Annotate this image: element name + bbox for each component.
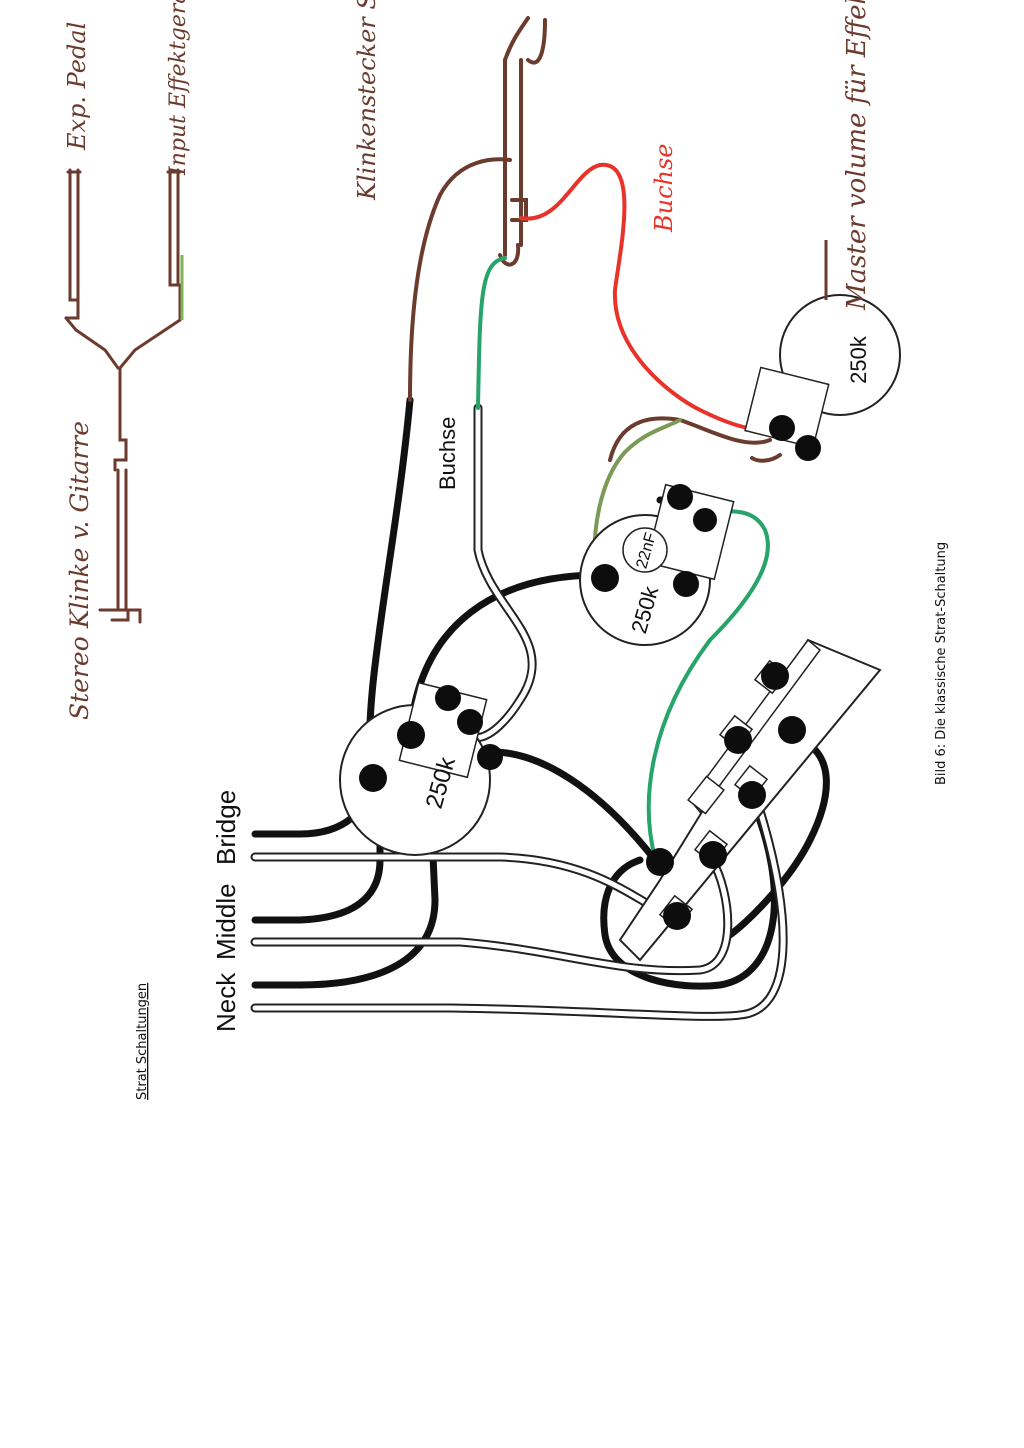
brown-wires — [408, 16, 782, 463]
master-pot-label: 250k — [846, 335, 871, 384]
black-wires — [251, 396, 830, 990]
page-header-text: Strat Schaltungen — [135, 983, 150, 1100]
pickup-label-middle: Middle — [211, 883, 241, 960]
handwritten-stereo-klinke: Stereo Klinke v. Gitarre — [65, 421, 94, 720]
handwritten-red-jack-label: Buchse — [650, 143, 678, 233]
tone-pot: 250k 22nF — [579, 483, 735, 646]
green-wires — [476, 256, 770, 860]
capacitor: 22nF — [622, 527, 668, 573]
handwritten-master-volume: Master volume für Effektgerät (Expressio… — [842, 0, 872, 311]
figure-caption: Bild 6: Die klassische Strat-Schaltung — [934, 542, 949, 785]
handwritten-klinkenstecker: Klinkenstecker Stereo (Buchse) — [353, 0, 381, 201]
stereo-plug-sketch — [64, 168, 182, 624]
handwritten-input-effekt: Input Effektgerät — [166, 0, 191, 176]
red-wire — [519, 162, 784, 433]
pickup-label-neck: Neck — [211, 972, 241, 1032]
pickup-label-bridge: Bridge — [211, 790, 241, 865]
handwritten-exp-pedal: Exp. Pedal — [63, 22, 91, 151]
master-volume-pot: 250k — [744, 294, 901, 449]
volume-pot: 250k — [339, 681, 491, 856]
solder-joints — [359, 415, 821, 930]
jack-label-printed: Buchse — [435, 417, 460, 490]
